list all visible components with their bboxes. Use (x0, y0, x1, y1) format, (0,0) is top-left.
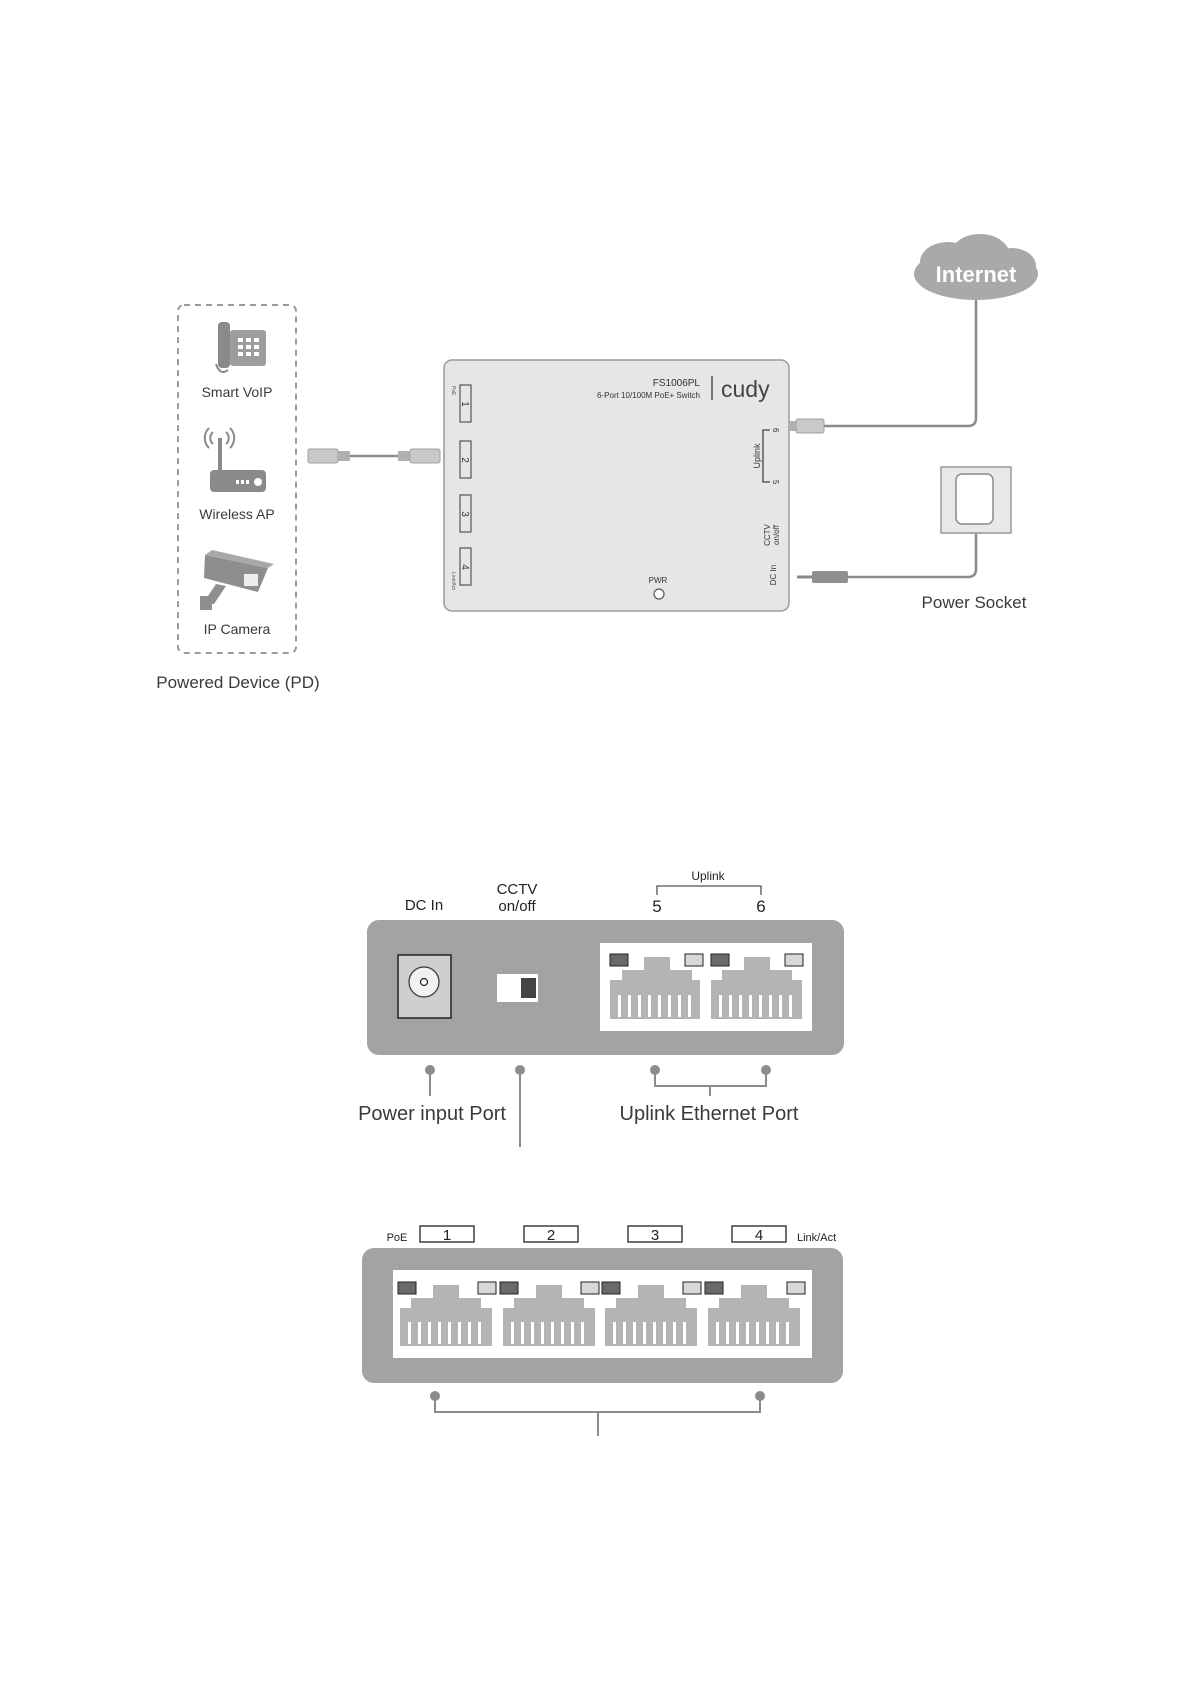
cctv-toggle-knob (521, 978, 536, 998)
switch-port-1-number: 1 (459, 401, 470, 407)
power-socket-label: Power Socket (922, 593, 1027, 612)
cctv-label-line2: on/off (498, 898, 536, 915)
front-port-2-number: 2 (547, 1227, 555, 1244)
cctv-label-line1: CCTV (497, 881, 538, 898)
uplink-port-6-number: 6 (756, 897, 765, 916)
switch-port-3-number: 3 (459, 511, 470, 517)
front-port-3-number: 3 (651, 1227, 659, 1244)
uplink-port-5 (610, 954, 703, 1019)
front-link-act-label: Link/Act (797, 1232, 836, 1244)
uplink-ethernet-port-label: Uplink Ethernet Port (620, 1103, 799, 1125)
switch-uplink-label: Uplink (752, 443, 762, 469)
pd-ethernet-cable (308, 449, 440, 463)
ip-camera-icon (200, 550, 274, 610)
switch-model: FS1006PL (653, 378, 701, 389)
front-port-2 (500, 1282, 599, 1346)
switch-cctv-label-2: on/off (772, 524, 781, 545)
switch-description: 6-Port 10/100M PoE+ Switch (597, 391, 700, 400)
front-panel-diagram: PoE 1 2 3 4 Link/Act (362, 1226, 843, 1436)
front-port-1-number: 1 (443, 1227, 451, 1244)
power-input-port-label: Power input Port (358, 1103, 506, 1125)
power-adapter-icon (941, 467, 1011, 533)
uplink-port-5-number: 5 (652, 897, 661, 916)
switch-dcin-label: DC In (769, 565, 778, 585)
front-poe-label: PoE (387, 1232, 408, 1244)
smart-voip-label: Smart VoIP (202, 384, 273, 400)
uplink-bracket (657, 886, 761, 895)
switch-poe-label: PoE (450, 386, 456, 396)
switch-port-2-number: 2 (459, 457, 470, 463)
uplink-port-6 (711, 954, 803, 1019)
switch-pwr-label: PWR (649, 576, 668, 585)
switch-link-act-label: Link/Act (450, 572, 456, 590)
uplink-label: Uplink (691, 869, 725, 883)
ip-camera-label: IP Camera (204, 621, 271, 637)
rear-panel-diagram: DC In CCTV on/off Uplink 5 6 (358, 869, 844, 1147)
brand-logo: cudy (721, 376, 770, 402)
front-port-4 (705, 1282, 805, 1346)
front-port-4-number: 4 (755, 1227, 763, 1244)
switch-port-4-number: 4 (459, 564, 470, 570)
pwr-led-icon (654, 589, 664, 599)
pd-group-label: Powered Device (PD) (156, 673, 319, 692)
dc-jack-pin-icon (421, 979, 428, 986)
dc-in-label: DC In (405, 897, 443, 914)
switch-uplink-5: 5 (771, 480, 780, 485)
topology-diagram: Smart VoIP Wireless AP IP Camera Powered… (156, 234, 1038, 692)
switch-uplink-6: 6 (771, 428, 780, 433)
front-callout (430, 1391, 765, 1436)
voip-phone-icon (216, 322, 266, 372)
front-port-3 (602, 1282, 701, 1346)
wireless-ap-icon (205, 428, 266, 492)
front-port-1 (398, 1282, 496, 1346)
uplink-cable (789, 300, 976, 433)
switch-cctv-label-1: CCTV (763, 523, 772, 545)
wireless-ap-label: Wireless AP (199, 506, 274, 522)
internet-label: Internet (936, 262, 1017, 287)
